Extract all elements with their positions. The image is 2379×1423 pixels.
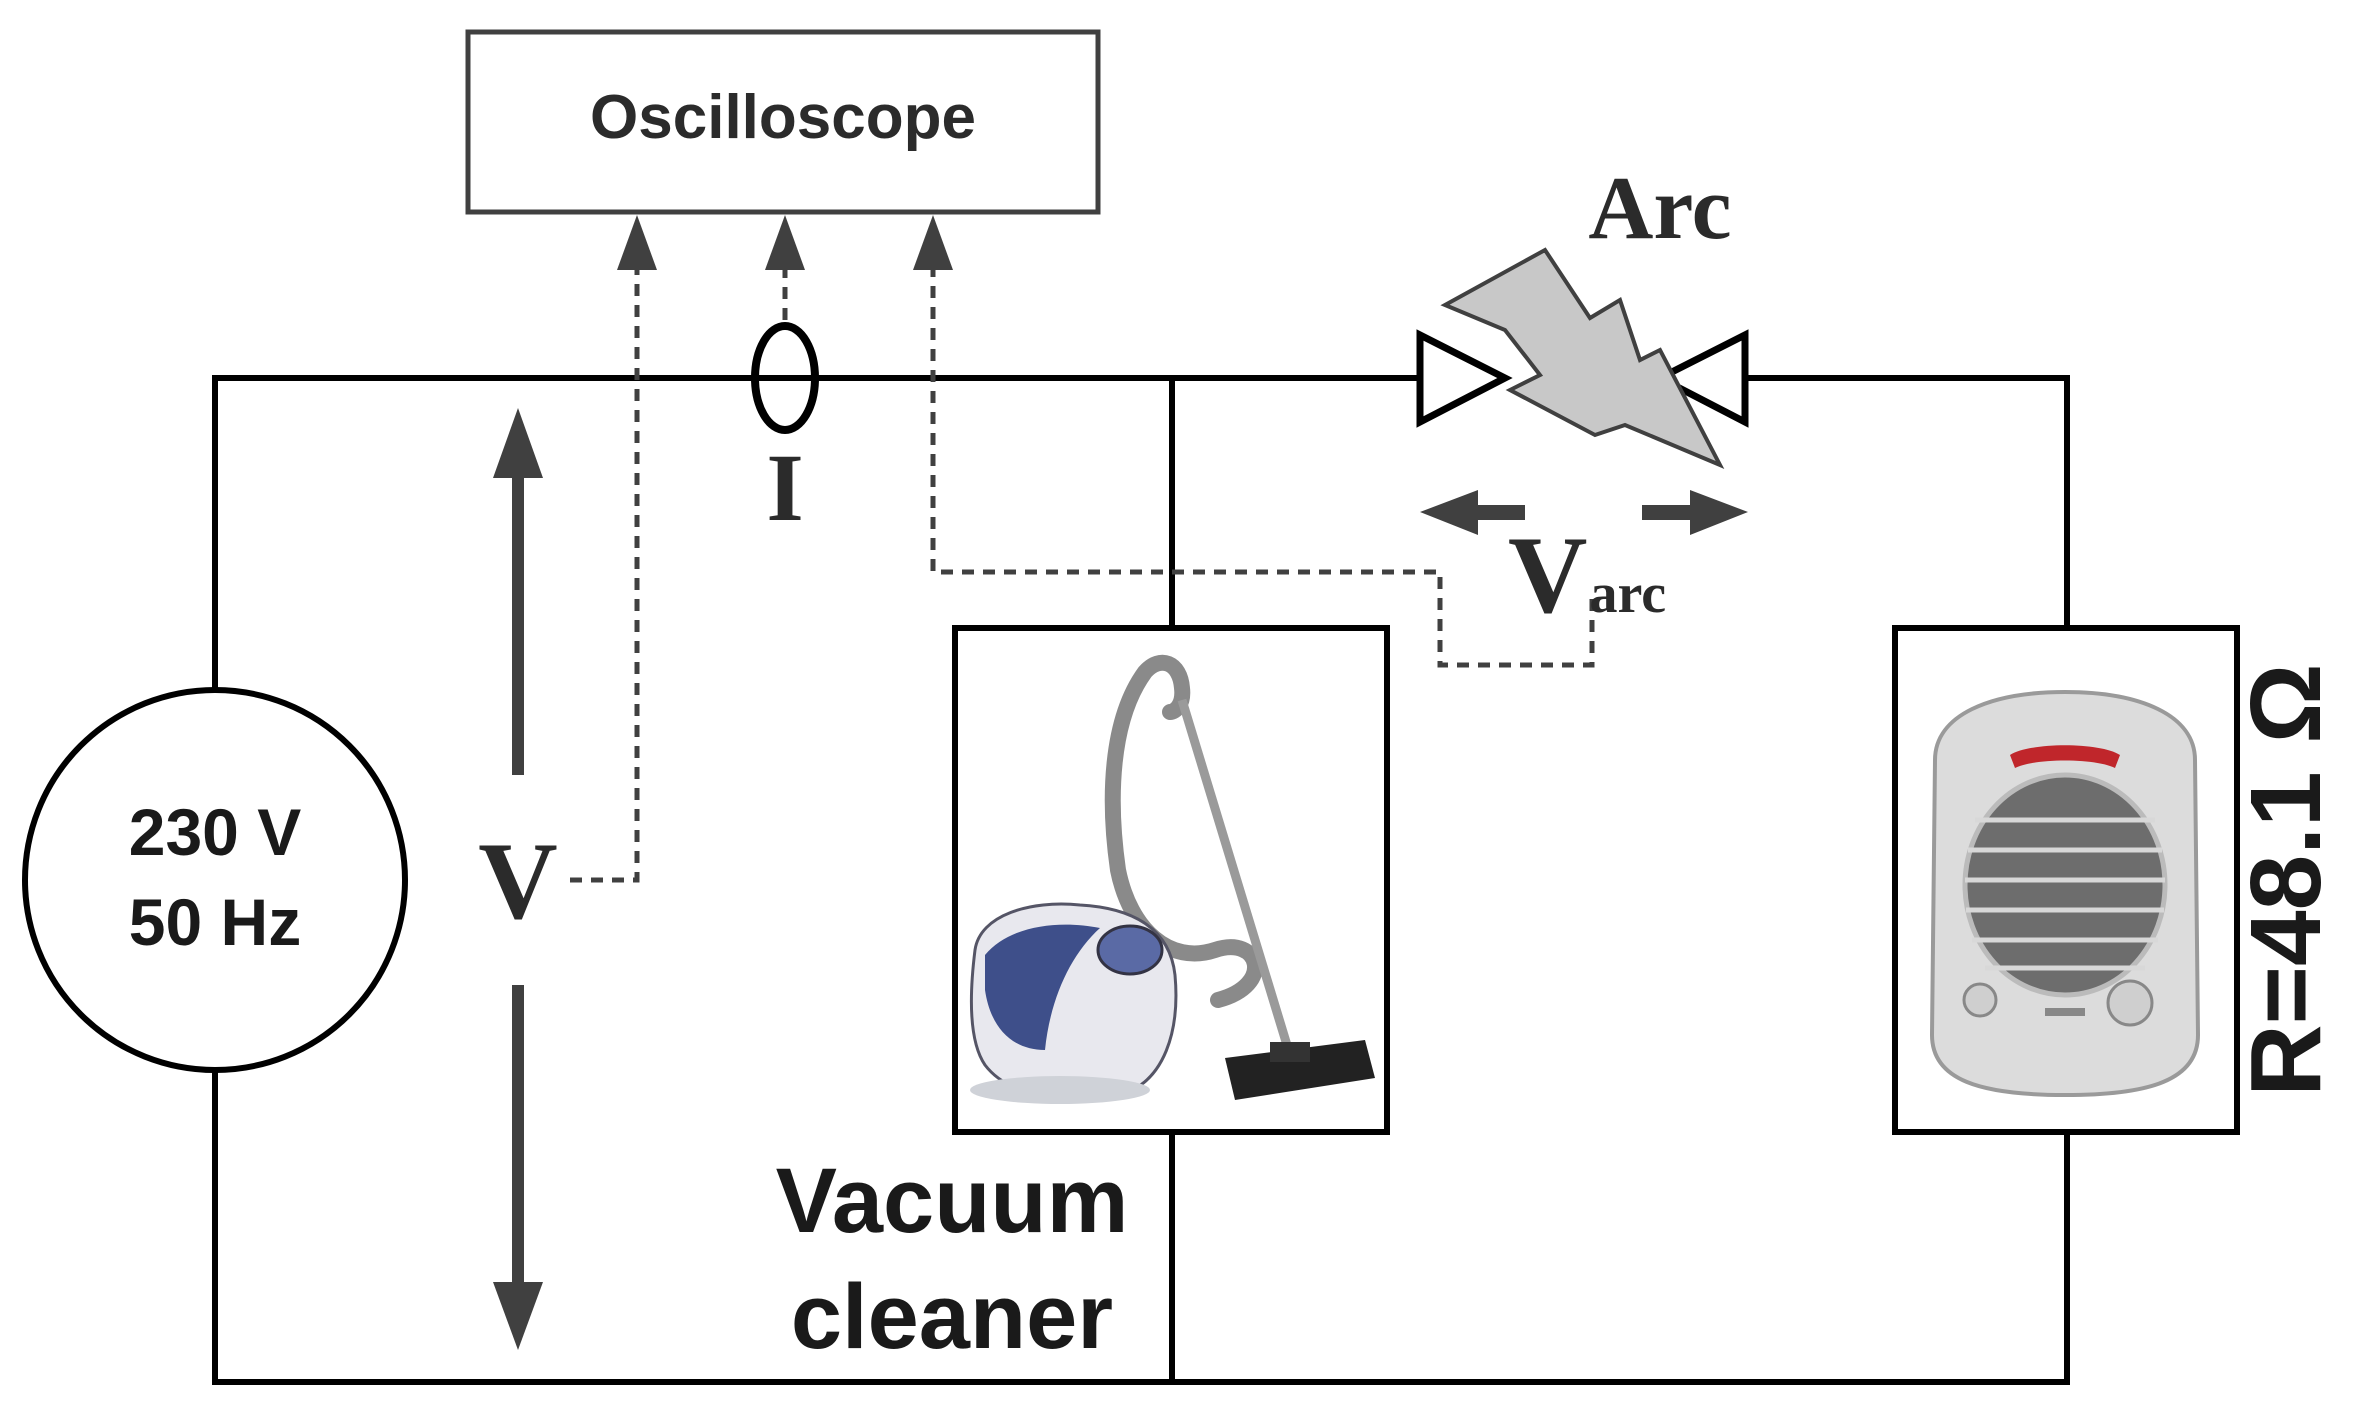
voltage-measure-arrow: V bbox=[478, 408, 558, 1350]
source-frequency: 50 Hz bbox=[129, 885, 301, 959]
oscilloscope-label: Oscilloscope bbox=[590, 83, 976, 152]
current-probe-arrowhead bbox=[765, 215, 805, 270]
probe-lines bbox=[570, 265, 1595, 883]
vacuum-cleaner-load: Vacuum cleaner bbox=[776, 625, 1390, 1368]
arc-probe-arrowhead bbox=[913, 215, 953, 270]
circuit-wires bbox=[212, 375, 2070, 1385]
resistance-label: R=48.1 Ω bbox=[2230, 663, 2342, 1096]
source-voltage: 230 V bbox=[129, 795, 301, 869]
vacuum-label-line2: cleaner bbox=[791, 1266, 1113, 1368]
arc-electrode-left bbox=[1416, 329, 1513, 428]
arc-voltage-sub: arc bbox=[1589, 563, 1666, 625]
vacuum-cleaner-icon bbox=[970, 654, 1375, 1104]
voltage-source: 230 V 50 Hz bbox=[22, 687, 408, 1073]
current-label: I bbox=[766, 434, 803, 541]
voltage-probe-arrowhead bbox=[617, 215, 657, 270]
vacuum-label-line1: Vacuum bbox=[776, 1150, 1129, 1252]
oscilloscope: Oscilloscope bbox=[465, 29, 1101, 215]
source-circle bbox=[22, 687, 408, 1073]
arc-voltage-main: V bbox=[1508, 514, 1587, 636]
oscilloscope-box bbox=[465, 29, 1101, 215]
arc-gap: Arc bbox=[1416, 159, 1749, 469]
probe-arrowheads bbox=[617, 215, 953, 270]
arc-voltage-probe-line bbox=[930, 265, 1595, 668]
lightning-bolt-icon bbox=[1440, 247, 1725, 469]
voltage-arrow-down-head bbox=[493, 1282, 543, 1350]
arc-label: Arc bbox=[1588, 159, 1731, 258]
arc-electrode-right bbox=[1652, 329, 1749, 428]
current-probe-icon bbox=[751, 322, 819, 434]
voltage-label: V bbox=[478, 820, 557, 942]
arc-arrow-left bbox=[1420, 490, 1525, 535]
arc-voltage-arrows bbox=[1420, 490, 1748, 535]
arc-voltage-label: Varc bbox=[1508, 514, 1666, 636]
voltage-arrow-up-head bbox=[493, 408, 543, 478]
arc-arrow-right bbox=[1642, 490, 1748, 535]
fan-heater-icon bbox=[1929, 689, 2201, 1098]
voltage-probe-line bbox=[570, 265, 640, 883]
fan-heater-load: R=48.1 Ω bbox=[1892, 625, 2342, 1135]
